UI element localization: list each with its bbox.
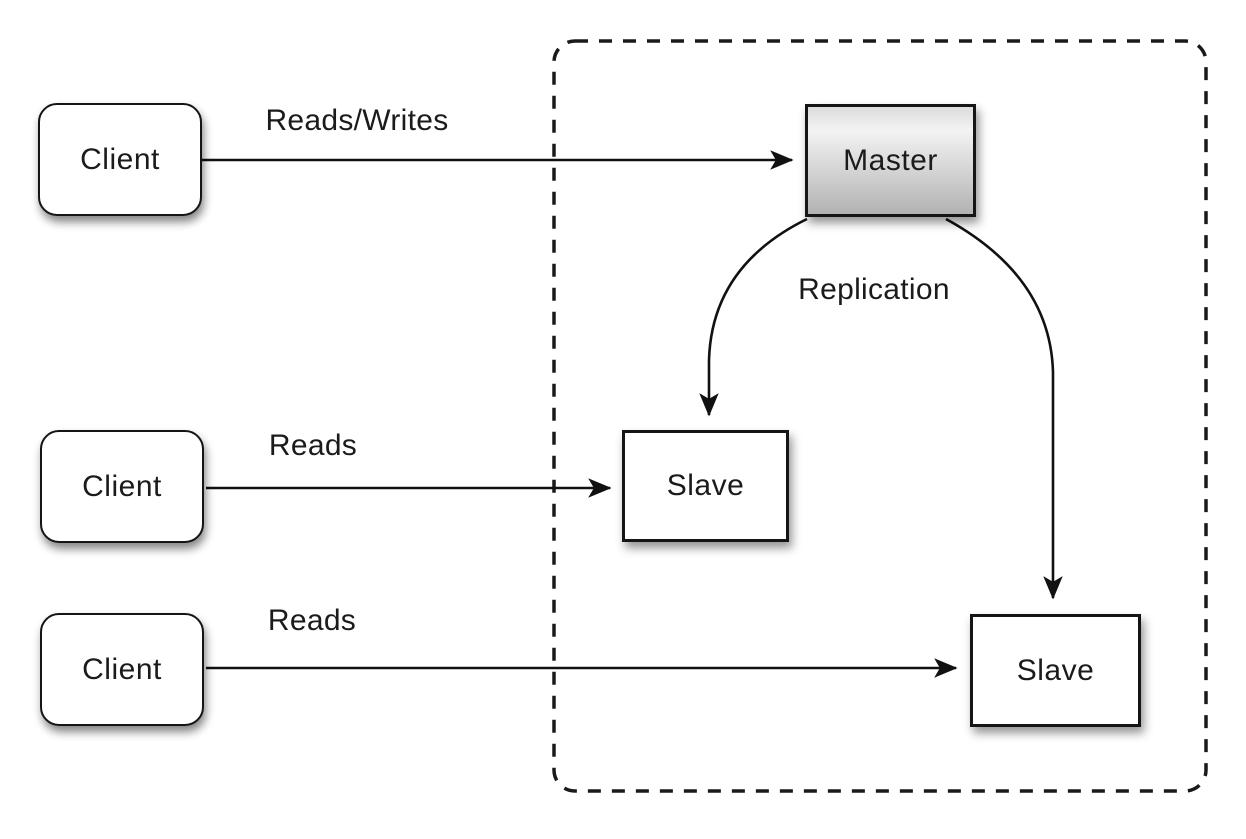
edge-label-reads-bottom: Reads [267,604,357,637]
node-slave-2: Slave [970,614,1141,727]
node-slave-1: Slave [622,430,789,542]
node-client-1: Client [38,103,202,216]
node-client-1-label: Client [80,142,160,176]
node-master-label: Master [843,143,938,177]
node-slave-2-label: Slave [1016,653,1095,687]
edge-label-replication: Replication [798,273,950,306]
node-client-2: Client [40,430,204,543]
node-slave-1-label: Slave [666,469,745,502]
node-client-3-label: Client [82,652,162,686]
edge-master-slave1 [699,217,808,417]
edge-label-reads-writes: Reads/Writes [265,104,449,137]
node-master: Master [805,104,976,217]
replication-group-boundary [552,39,1208,793]
edge-label-reads-middle: Reads [268,429,358,462]
node-client-3: Client [40,613,204,726]
edge-master-slave2 [945,217,1063,600]
node-client-2-label: Client [82,469,162,503]
